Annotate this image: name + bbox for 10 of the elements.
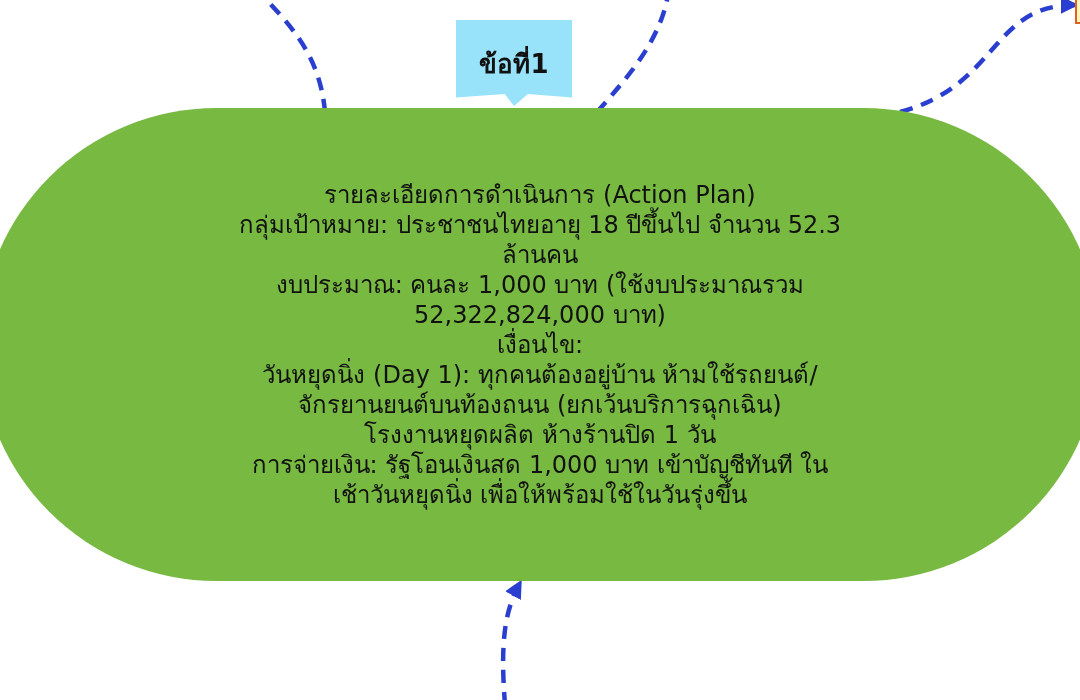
speech-bubble: ข้อที่1 [456,20,572,106]
heading-text: รายละเอียดการดำเนินการ (Action Plan) [323,179,757,209]
dashed-arrow [500,579,522,700]
body-text: วันหยุดนิ่ง (Day 1): ทุกคนต้องอยู่บ้าน ห้ามใช้รถยนต์/จักรยานยนต์บนท้องถนน (ยกเว้นบริการฉุกเฉิน) [261,359,819,420]
body-text: เงื่อนไข: [495,329,585,360]
body-text: งบประมาณ: คนละ 1,000 บาท (ใช้งบประมาณรวม 52,322,824,000 บาท) [274,269,806,329]
body-text: โรงงานหยุดผลิต ห้างร้านปิด 1 วัน [363,420,717,450]
body-text: กลุ่มเป้าหมาย: ประชาชนไทยอายุ 18 ปีขึ้นไป จำนวน 52.3 ล้านคน [235,209,845,270]
body-text: การจ่ายเงิน: รัฐโอนเงินสด 1,000 บาท เข้าบัญชีทันที ในเช้าวันหยุดนิ่ง เพื่อให้พร้อมใช้ในวันรุ่งขึ้น [250,449,830,510]
rounded-process-shape [0,108,1080,581]
